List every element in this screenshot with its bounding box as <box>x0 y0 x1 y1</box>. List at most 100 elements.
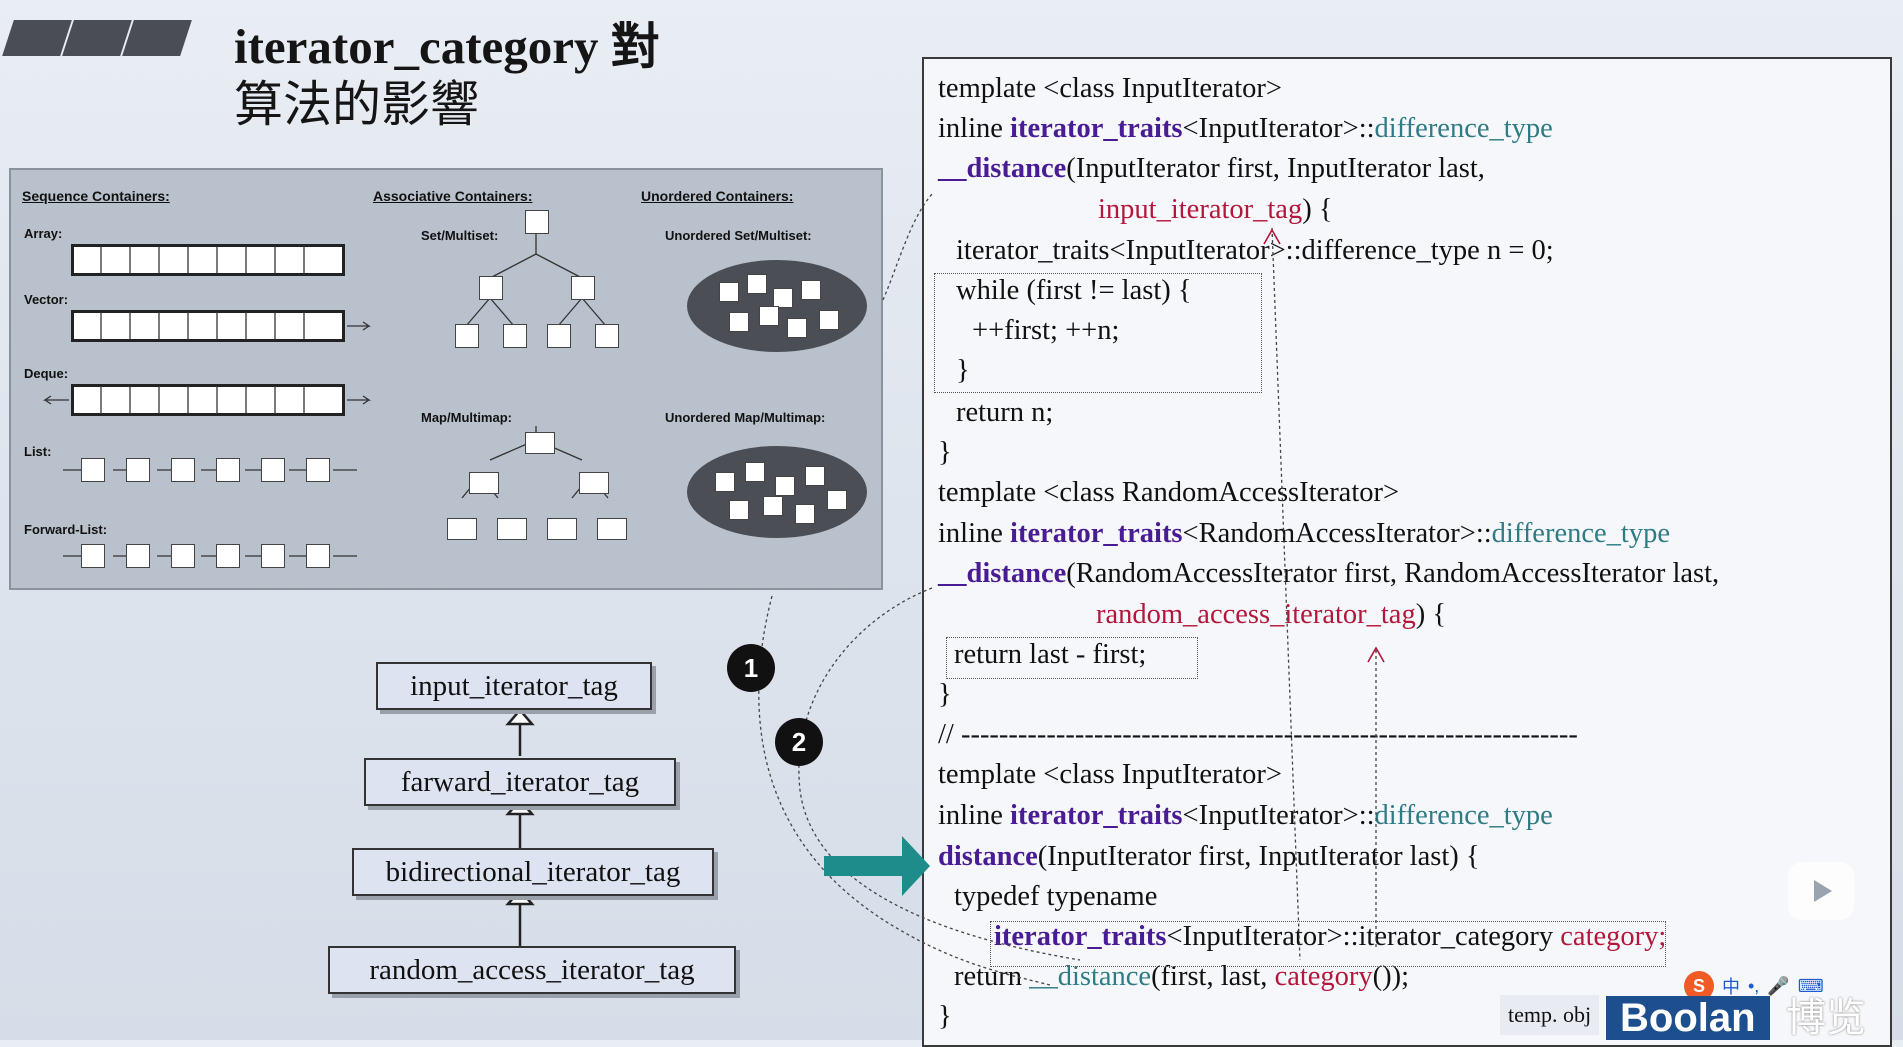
set-tree-node <box>525 210 549 234</box>
hash-element <box>773 288 793 308</box>
code-type: difference_type <box>1491 518 1670 549</box>
code-line: __distance(RandomAccessIterator first, R… <box>938 558 1720 589</box>
code-keyword: iterator_traits <box>1010 518 1183 549</box>
code-line: return n; <box>956 397 1054 428</box>
map-tree-node <box>579 472 609 494</box>
forward-list-node <box>216 544 240 568</box>
bidirectional-iterator-tag-box: bidirectional_iterator_tag <box>352 848 714 896</box>
hash-element <box>729 500 749 520</box>
boolan-suffix: 博览 <box>1786 995 1866 1040</box>
hash-element <box>719 282 739 302</box>
code-line: template <class RandomAccessIterator> <box>938 477 1400 508</box>
category-highlight <box>990 921 1666 967</box>
code-keyword: iterator_traits <box>1010 800 1183 831</box>
deque-label: Deque: <box>24 366 69 381</box>
hash-element <box>747 274 767 294</box>
code-tag: input_iterator_tag <box>1098 194 1303 225</box>
list-node <box>216 458 240 482</box>
code-panel: template <class InputIterator> inline it… <box>922 57 1892 1047</box>
code-line: distance(InputIterator first, InputItera… <box>938 841 1480 872</box>
input-iterator-tag-box: input_iterator_tag <box>376 662 652 710</box>
video-play-button[interactable] <box>1788 862 1854 920</box>
ime-language[interactable]: 中 <box>1722 977 1740 997</box>
code-line: iterator_traits<InputIterator>::differen… <box>956 235 1554 266</box>
code-line: template <class InputIterator> <box>938 73 1282 104</box>
code-line: random_access_iterator_tag) { <box>1096 599 1446 630</box>
forward-list-node <box>171 544 195 568</box>
code-keyword: distance <box>966 153 1067 184</box>
hash-element <box>715 472 735 492</box>
ime-punctuation-icon[interactable]: •, <box>1748 975 1760 996</box>
teal-arrow <box>824 836 930 896</box>
hash-element <box>729 312 749 332</box>
code-line: typedef typename <box>954 881 1158 912</box>
slide-subtitle: 算法的影響 <box>234 77 480 132</box>
list-node <box>261 458 285 482</box>
keyboard-icon[interactable]: ⌨ <box>1797 975 1824 996</box>
list-node <box>306 458 330 482</box>
forward-list-node <box>81 544 105 568</box>
forward-iterator-tag-box: farward_iterator_tag <box>364 758 676 806</box>
hash-element <box>759 306 779 326</box>
list-node <box>171 458 195 482</box>
code-keyword: iterator_traits <box>994 921 1167 952</box>
list-label: List: <box>24 444 52 459</box>
temp-object-label: temp. obj <box>1500 995 1600 1035</box>
set-tree-node <box>455 324 479 348</box>
map-tree-node <box>597 518 627 540</box>
list-node <box>81 458 105 482</box>
return-highlight <box>946 637 1198 679</box>
array-diagram <box>71 244 345 276</box>
forward-list-node <box>306 544 330 568</box>
associative-containers-header: Associative Containers: <box>373 188 533 204</box>
forward-list-node <box>261 544 285 568</box>
code-tag: random_access_iterator_tag <box>1096 599 1416 630</box>
code-line: // -------------------------------------… <box>938 719 1578 750</box>
code-line: } <box>938 437 952 468</box>
code-line: iterator_traits<InputIterator>::iterator… <box>994 921 1667 952</box>
deque-diagram <box>71 384 345 416</box>
map-tree-node <box>497 518 527 540</box>
play-icon <box>1814 880 1832 902</box>
code-line: } <box>956 355 970 386</box>
map-tree-node <box>525 432 555 454</box>
map-tree-node <box>547 518 577 540</box>
set-multiset-label: Set/Multiset: <box>421 228 499 243</box>
hash-element <box>827 490 847 510</box>
hash-element <box>745 462 765 482</box>
code-line: inline iterator_traits<RandomAccessItera… <box>938 518 1670 549</box>
code-line: inline iterator_traits<InputIterator>::d… <box>938 800 1553 831</box>
unordered-map-label: Unordered Map/Multimap: <box>665 410 826 425</box>
code-line: return last - first; <box>954 639 1147 670</box>
sequence-containers-header: Sequence Containers: <box>22 188 170 204</box>
code-line: } <box>938 1001 952 1032</box>
code-line: while (first != last) { <box>956 275 1192 306</box>
code-keyword: distance <box>938 841 1038 872</box>
while-loop-highlight <box>934 273 1262 393</box>
code-line: ++first; ++n; <box>972 315 1120 346</box>
hash-element <box>775 476 795 496</box>
hash-element <box>763 496 783 516</box>
hash-element <box>795 504 815 524</box>
map-tree-node <box>469 472 499 494</box>
unordered-set-label: Unordered Set/Multiset: <box>665 228 812 243</box>
code-line: } <box>938 679 952 710</box>
vector-diagram <box>71 310 345 342</box>
set-tree-node <box>479 276 503 300</box>
vector-label: Vector: <box>24 292 69 307</box>
set-tree-node <box>571 276 595 300</box>
code-keyword: iterator_traits <box>1010 113 1183 144</box>
code-line: __distance(InputIterator first, InputIte… <box>938 153 1485 184</box>
unordered-containers-header: Unordered Containers: <box>641 188 794 204</box>
hash-element <box>801 280 821 300</box>
set-tree-node <box>503 324 527 348</box>
code-line: input_iterator_tag) { <box>1098 194 1333 225</box>
list-node <box>126 458 150 482</box>
boolan-logo: Boolan <box>1606 996 1770 1040</box>
set-tree-node <box>547 324 571 348</box>
random-access-iterator-tag-box: random_access_iterator_tag <box>328 946 736 994</box>
code-type: difference_type <box>1374 113 1553 144</box>
set-tree-node <box>595 324 619 348</box>
microphone-icon[interactable]: 🎤 <box>1767 975 1790 996</box>
